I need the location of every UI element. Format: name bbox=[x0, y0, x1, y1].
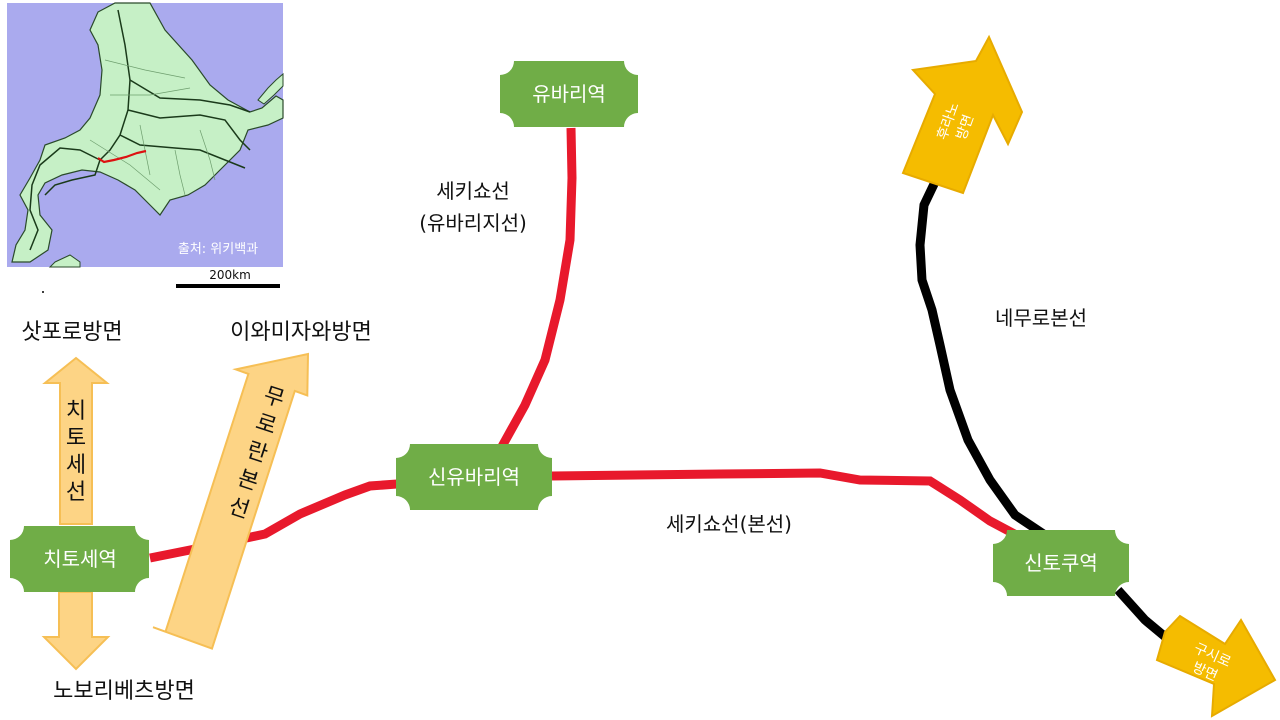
station-shintoku bbox=[993, 530, 1129, 596]
station-chitose-label: 치토세역 bbox=[43, 547, 117, 571]
inset-map: 출처: 위키백과 200km bbox=[7, 2, 284, 293]
arrow-kushiro bbox=[1155, 614, 1277, 718]
arrow-muroran-line bbox=[152, 352, 310, 650]
chitose-line-label: 치 토 세 선 bbox=[66, 399, 86, 505]
direction-sapporo: 삿포로방면 bbox=[21, 320, 122, 345]
station-shin-yubari-label: 신유바리역 bbox=[428, 465, 520, 489]
station-yubari bbox=[500, 61, 638, 127]
sekisho-branch-label-2: (유바리지선) bbox=[419, 211, 527, 235]
arrow-south-noboribetsu bbox=[41, 591, 111, 671]
map-island bbox=[257, 72, 284, 105]
station-yubari-label: 유바리역 bbox=[532, 82, 606, 106]
map-lower-land bbox=[48, 254, 81, 268]
svg-text:치: 치 bbox=[66, 399, 86, 424]
furano-label: 후라노 방면 bbox=[934, 100, 977, 142]
map-credit: 출처: 위키백과 bbox=[178, 242, 258, 257]
direction-noboribetsu: 노보리베츠방면 bbox=[53, 679, 195, 704]
svg-text:선: 선 bbox=[66, 480, 86, 505]
sekisho-main-line-west bbox=[149, 479, 398, 563]
sekisho-main-line-east bbox=[551, 468, 1023, 541]
station-shintoku-label: 신토쿠역 bbox=[1024, 551, 1098, 575]
sekisho-branch-label-1: 세키쇼선 bbox=[436, 179, 510, 203]
nemuro-line-label: 네무로본선 bbox=[995, 306, 1087, 330]
map-scale-label: 200km bbox=[209, 268, 251, 282]
sekisho-main-label: 세키쇼선(본선) bbox=[666, 512, 792, 536]
map-dot bbox=[42, 291, 44, 293]
nemuro-line-north bbox=[915, 180, 1048, 539]
station-chitose bbox=[10, 526, 149, 592]
direction-iwamizawa: 이와미자와방면 bbox=[230, 320, 372, 345]
sekisho-branch-line bbox=[496, 127, 577, 453]
map-hokkaido-land bbox=[11, 2, 284, 263]
svg-text:세: 세 bbox=[66, 453, 86, 478]
map-railways bbox=[29, 9, 251, 251]
arrow-chitose-line bbox=[42, 356, 110, 525]
map-boundaries bbox=[89, 59, 216, 196]
svg-text:토: 토 bbox=[66, 426, 86, 451]
map-highlight-route bbox=[97, 149, 147, 164]
station-shin-yubari bbox=[396, 444, 552, 510]
arrow-furano bbox=[901, 34, 1024, 195]
